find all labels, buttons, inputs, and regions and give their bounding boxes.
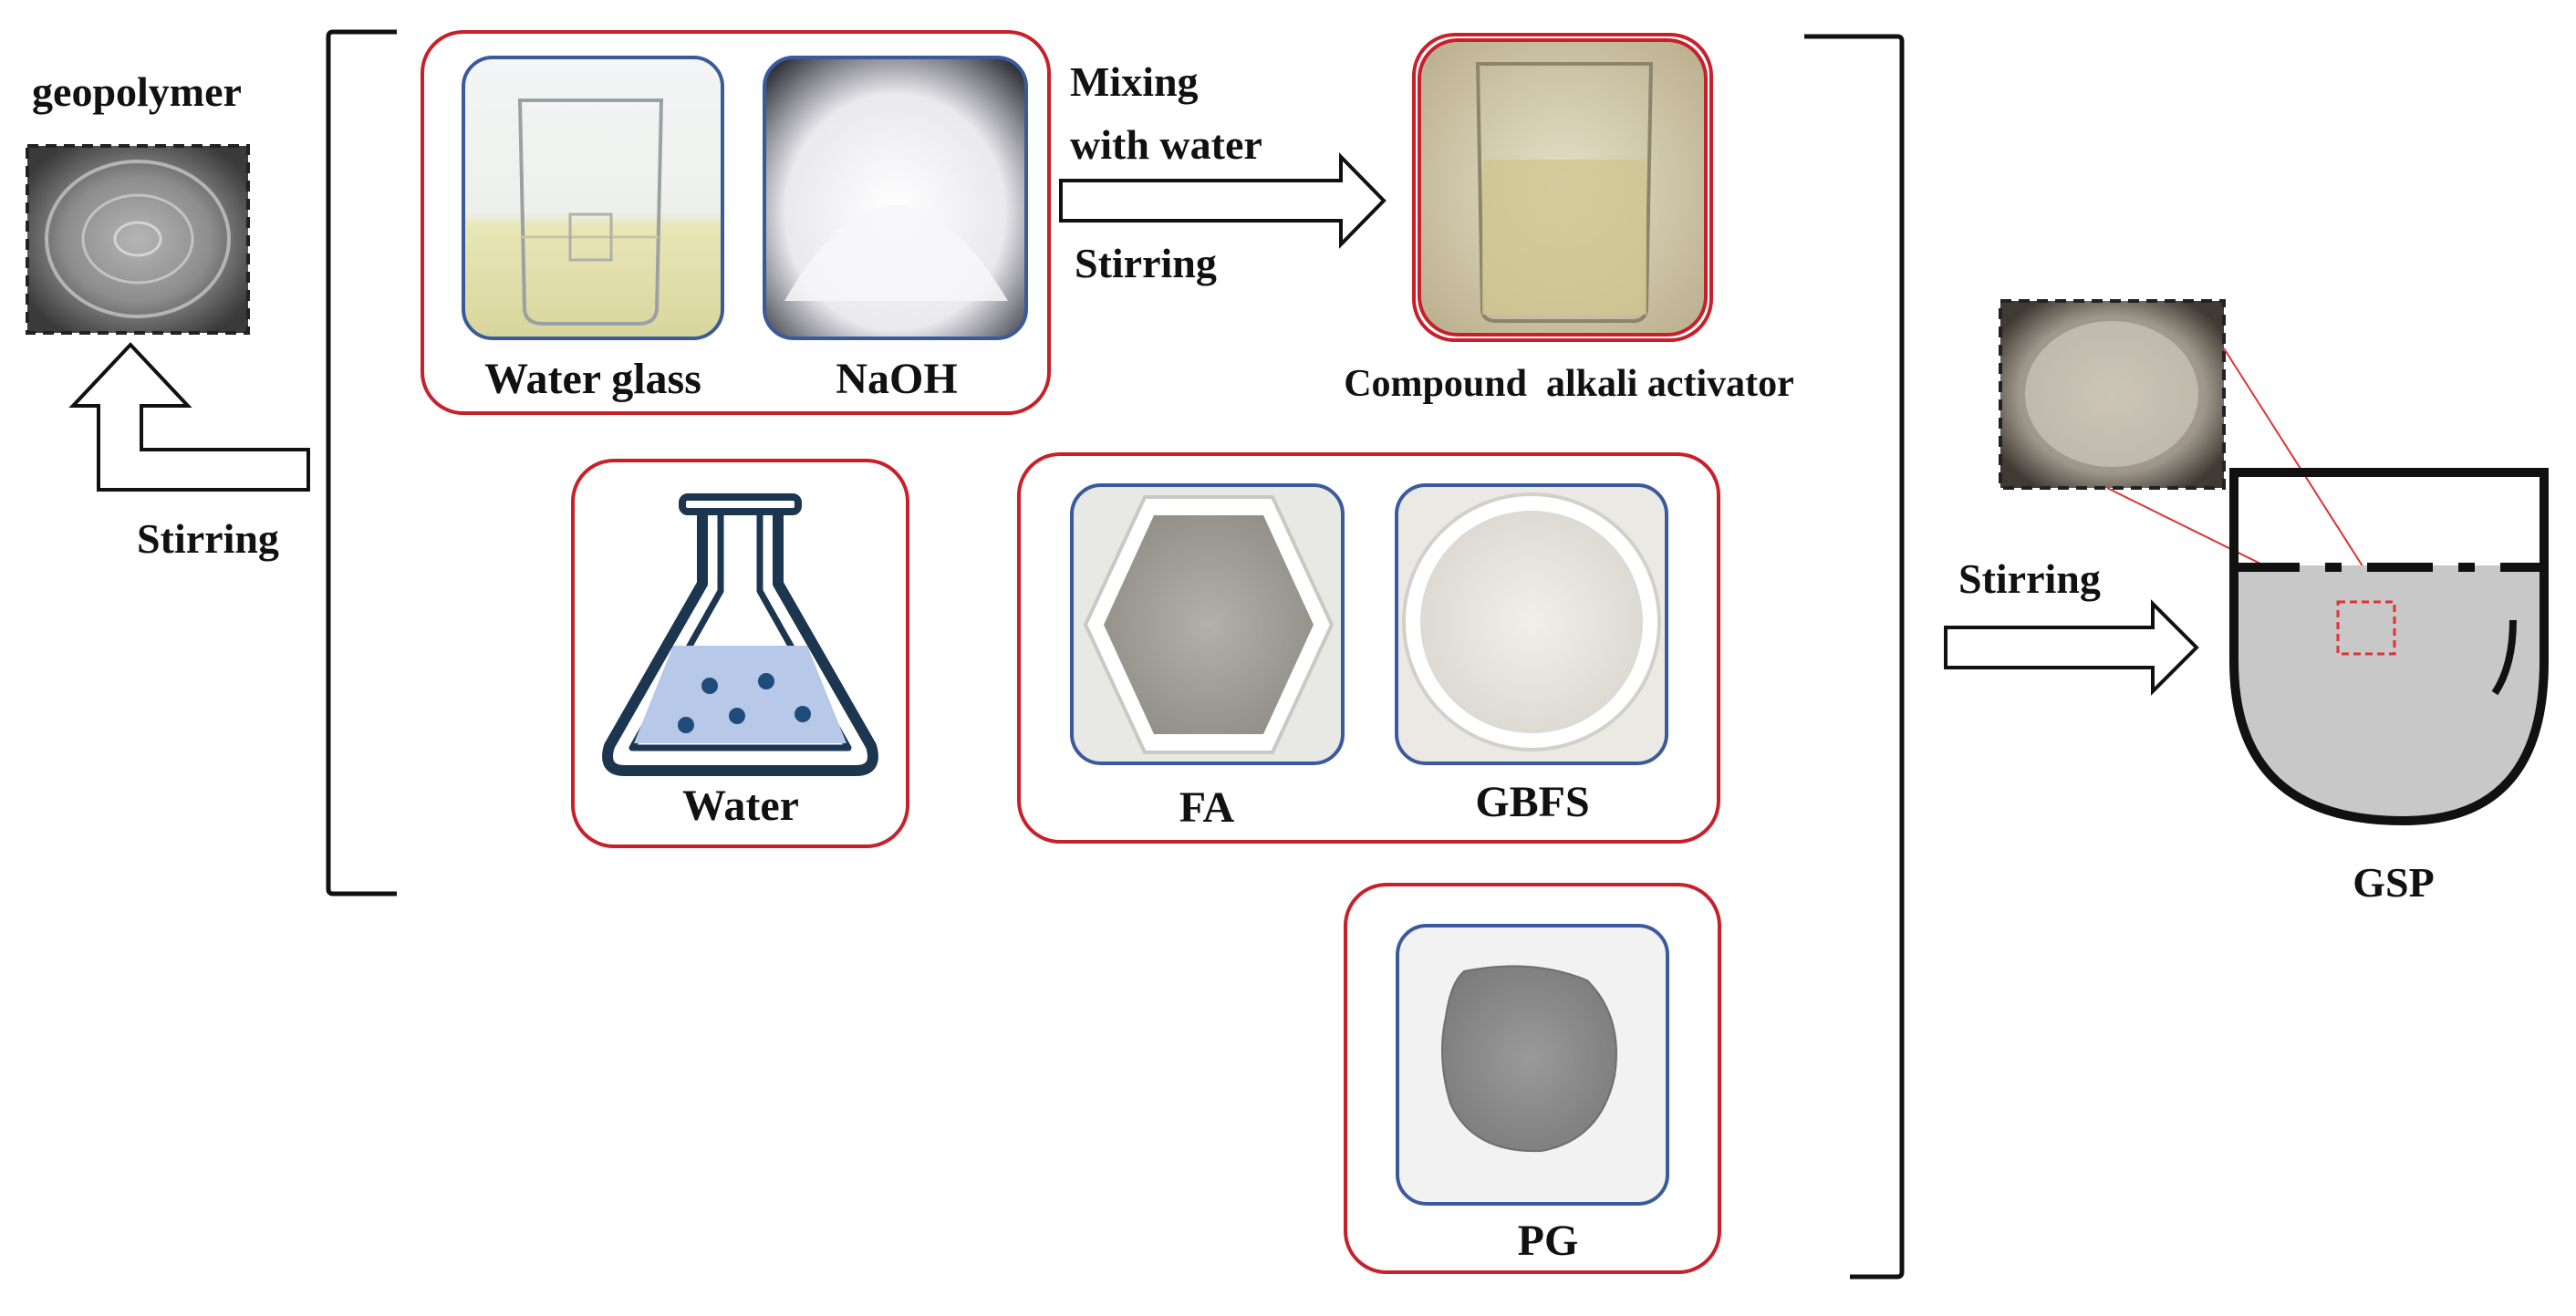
mixing-arrow <box>1059 152 1387 249</box>
compound-activator-photo <box>1418 38 1708 337</box>
naoh-photo <box>763 56 1028 340</box>
group-box-water <box>571 459 909 848</box>
left-bracket <box>326 29 397 896</box>
geopolymer-photo <box>26 144 250 335</box>
gsp-photo <box>1999 299 2226 490</box>
right-bracket <box>1804 34 1905 1280</box>
water-glass-photo <box>462 56 724 340</box>
stirring-right-arrow <box>1944 599 2199 696</box>
mixing-vessel <box>2229 468 2549 826</box>
group-box-pg <box>1344 883 1721 1274</box>
fa-photo <box>1070 483 1345 765</box>
pg-photo <box>1396 924 1669 1206</box>
stirring-up-arrow <box>68 342 310 492</box>
group-box-compound <box>1412 33 1713 342</box>
group-box-activators <box>421 30 1051 415</box>
erlenmeyer-flask-icon <box>602 493 878 776</box>
gbfs-photo <box>1395 483 1668 765</box>
group-box-precursors <box>1017 452 1720 844</box>
